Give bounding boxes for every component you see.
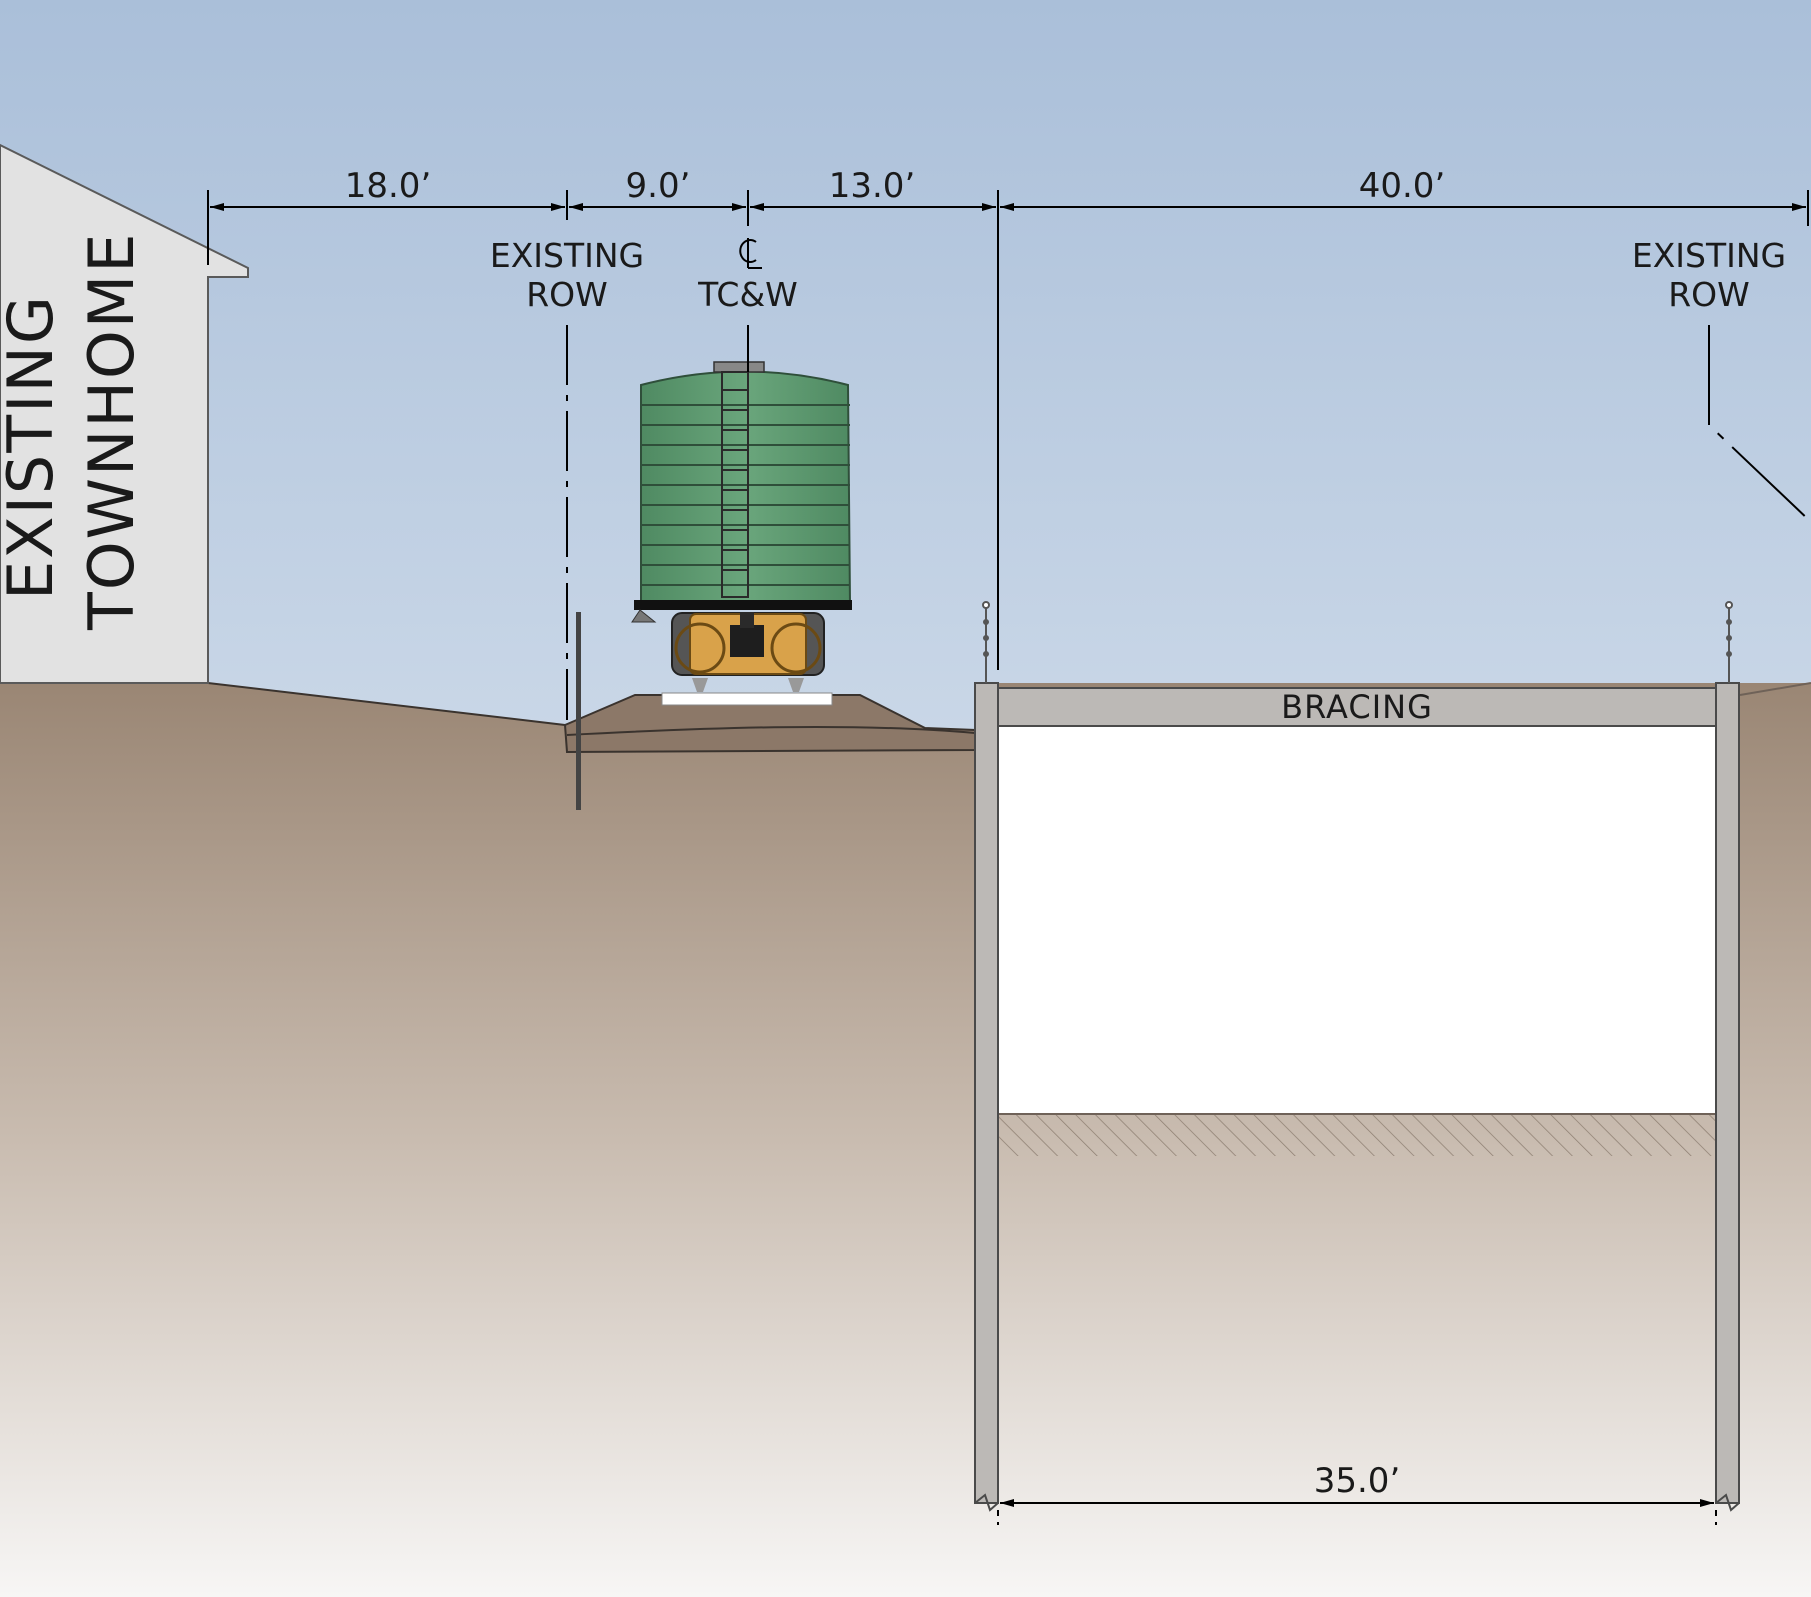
row-marker-post xyxy=(576,612,581,810)
existing-townhome: EXISTING TOWNHOME xyxy=(0,143,249,684)
railcar-ladder xyxy=(721,371,749,598)
railcar-panels xyxy=(641,404,850,586)
dim-13: 13.0’ xyxy=(829,166,916,206)
townhome-label-line2: TOWNHOME xyxy=(75,232,148,631)
left-wall-break xyxy=(974,1493,999,1512)
ground-surface-right xyxy=(1739,682,1811,696)
row-right-label-line1: EXISTING xyxy=(1632,236,1786,275)
ground-surface-left xyxy=(207,682,566,726)
reference-lines xyxy=(566,190,1811,1525)
bracing-label: BRACING xyxy=(1281,688,1433,726)
track-embankment xyxy=(563,692,976,754)
centerline-label-line2: TC&W xyxy=(697,275,798,314)
dim-18: 18.0’ xyxy=(345,166,432,206)
trench-width-dimension: 35.0’ xyxy=(1000,1461,1714,1507)
rail-left xyxy=(692,678,708,692)
trench-hatch xyxy=(998,1114,1716,1156)
row-right-line xyxy=(1708,325,1811,523)
left-wall xyxy=(974,682,999,1504)
railcar-underframe xyxy=(634,600,852,610)
trench-support: BRACING xyxy=(974,601,1740,1512)
right-wall-post xyxy=(1725,601,1733,683)
right-wall-break xyxy=(1715,1493,1740,1512)
row-right-label-line2: ROW xyxy=(1668,275,1750,314)
dim-9: 9.0’ xyxy=(626,166,691,206)
dim-35: 35.0’ xyxy=(1314,1461,1401,1501)
left-wall-post xyxy=(982,601,990,683)
dimension-chain: 18.0’ 9.0’ 13.0’ 40.0’ xyxy=(207,166,1809,265)
rail-right xyxy=(788,678,804,692)
railcar-roof-walk xyxy=(713,361,765,373)
railcar xyxy=(631,361,852,692)
centerline-symbol xyxy=(739,238,762,269)
right-wall xyxy=(1715,682,1740,1504)
row-left-label-line2: ROW xyxy=(526,275,608,314)
railcar-truck xyxy=(671,612,825,676)
track-tie xyxy=(661,692,833,706)
bracing xyxy=(997,687,1717,727)
trench-interior xyxy=(998,726,1716,1114)
railcar-step xyxy=(631,609,657,623)
dim-40: 40.0’ xyxy=(1359,166,1446,206)
townhome-label-line1: EXISTING xyxy=(0,294,67,600)
row-left-label-line1: EXISTING xyxy=(490,236,644,275)
